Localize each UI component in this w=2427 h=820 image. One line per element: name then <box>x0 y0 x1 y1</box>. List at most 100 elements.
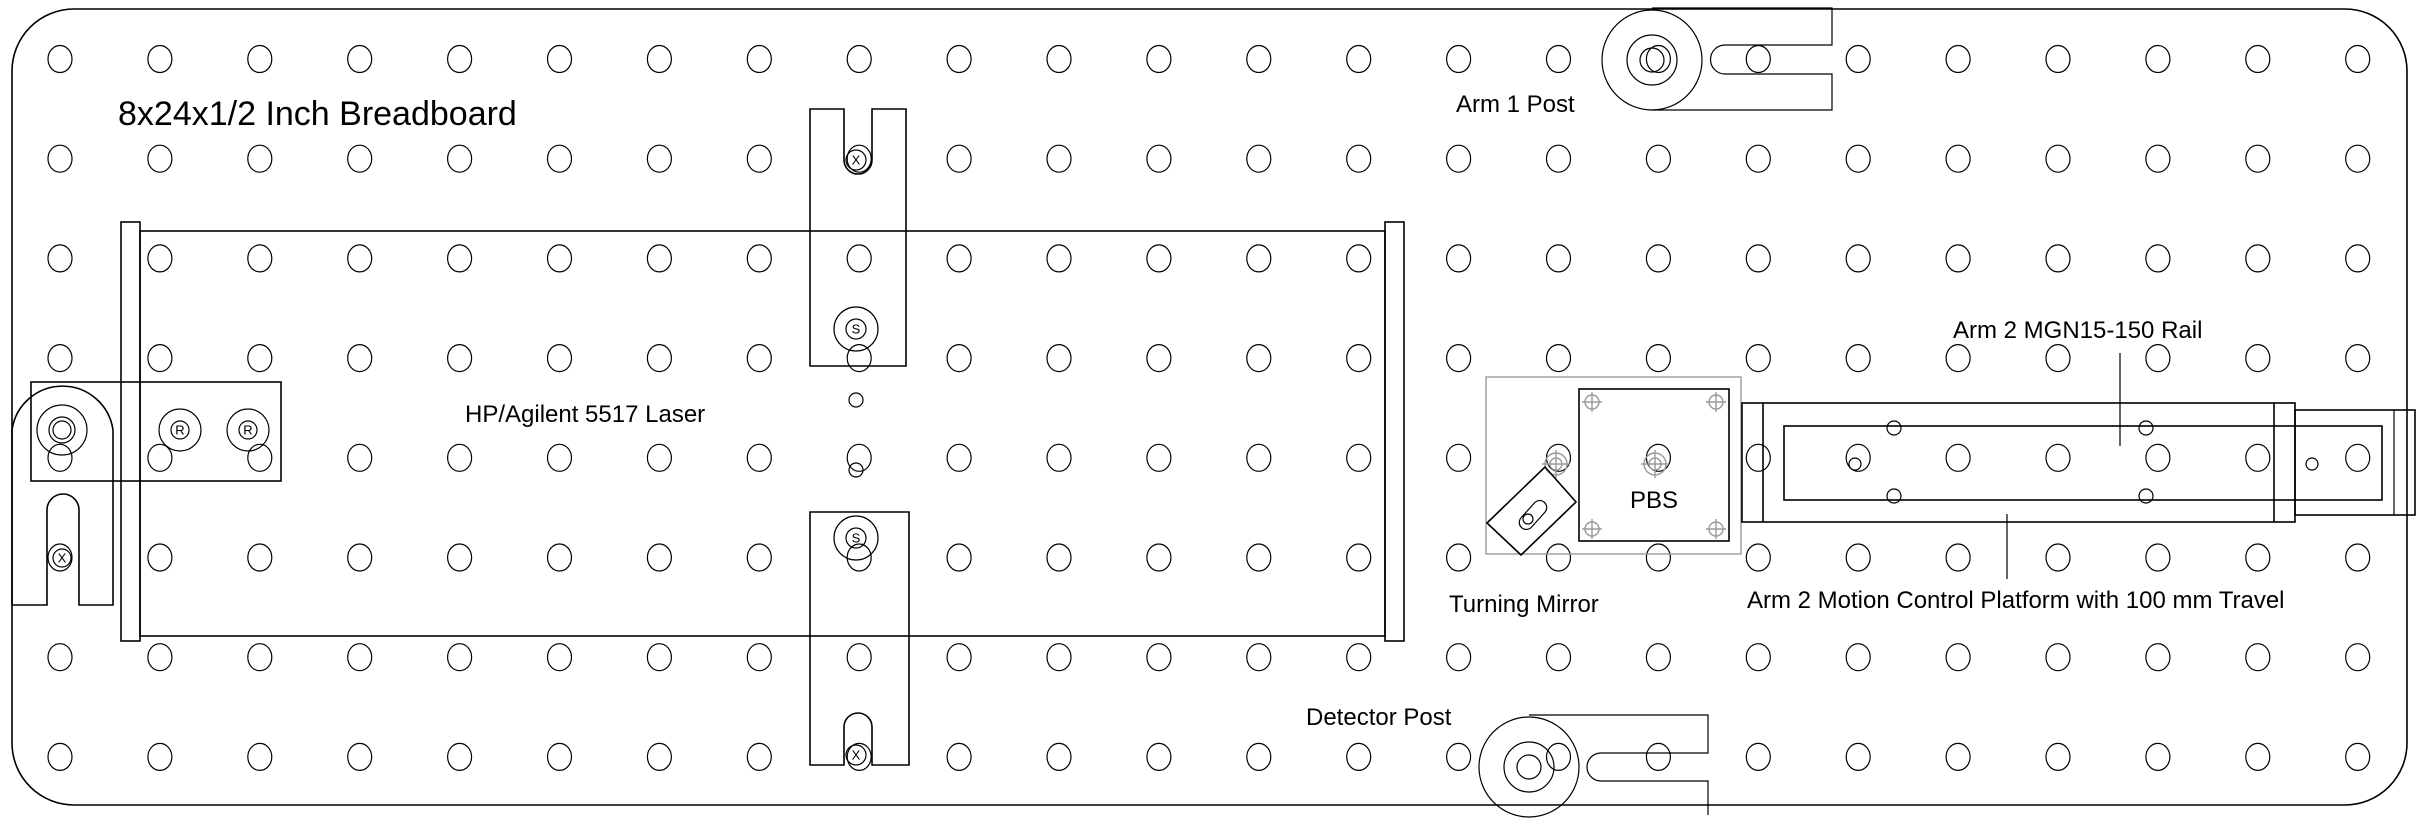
mgn15-rail <box>1783 420 2383 504</box>
rail-label: Arm 2 MGN15-150 Rail <box>1953 317 2202 344</box>
mounting-hole <box>2045 344 2071 373</box>
mounting-hole <box>1445 344 1472 373</box>
mounting-hole <box>1146 643 1172 672</box>
mounting-hole <box>347 643 373 672</box>
mounting-hole <box>546 742 573 772</box>
mounting-hole <box>1346 643 1372 672</box>
crosshair-screw-icon <box>1706 519 1726 539</box>
mounting-hole <box>546 443 573 472</box>
mounting-hole <box>447 443 473 472</box>
mounting-hole <box>2345 543 2371 572</box>
marker-r: R <box>243 423 252 438</box>
mounting-hole <box>1745 244 1771 273</box>
mounting-hole <box>247 543 273 572</box>
mounting-hole <box>746 742 772 772</box>
mounting-hole <box>47 144 73 173</box>
mounting-hole <box>646 244 673 273</box>
mounting-hole <box>1745 443 1771 472</box>
mounting-hole <box>2145 344 2171 373</box>
turning-mirror <box>1485 465 1578 557</box>
mounting-hole <box>1645 742 1672 772</box>
mounting-hole <box>247 44 273 74</box>
mounting-hole <box>1945 443 1971 472</box>
mounting-hole <box>2245 344 2271 373</box>
mounting-hole <box>2245 543 2271 572</box>
mounting-hole <box>746 543 772 572</box>
motion-platform <box>1741 402 2416 523</box>
mounting-hole <box>1945 244 1971 273</box>
mounting-hole <box>447 543 473 572</box>
mounting-hole <box>1346 144 1372 173</box>
mounting-hole <box>546 543 573 572</box>
mounting-hole <box>247 144 273 173</box>
mounting-hole <box>2045 543 2071 572</box>
mounting-hole <box>1545 44 1572 74</box>
mounting-hole <box>47 742 73 772</box>
mounting-hole <box>147 643 173 672</box>
mounting-hole <box>2345 443 2371 472</box>
detector-post <box>1478 714 1709 818</box>
laser-rear-mount: R R <box>30 381 282 482</box>
mounting-hole <box>347 443 373 472</box>
mounting-hole <box>646 443 673 472</box>
mounting-hole <box>1445 543 1472 572</box>
mounting-hole <box>1346 44 1372 74</box>
mounting-hole <box>447 144 473 173</box>
detector-post-label: Detector Post <box>1306 704 1452 731</box>
marker-x: X <box>852 748 861 763</box>
mounting-hole <box>2245 643 2271 672</box>
mounting-hole <box>646 44 673 74</box>
mounting-hole <box>1945 344 1971 373</box>
mounting-hole <box>147 344 173 373</box>
mounting-hole <box>2345 44 2371 74</box>
mounting-hole <box>1346 344 1372 373</box>
mounting-hole <box>247 643 273 672</box>
mounting-hole <box>1046 643 1072 672</box>
mounting-hole <box>1945 144 1971 173</box>
mounting-hole <box>1745 643 1771 672</box>
mounting-hole <box>2245 244 2271 273</box>
mounting-hole <box>646 742 673 772</box>
mounting-hole <box>2145 44 2171 74</box>
mounting-hole <box>147 543 173 572</box>
mounting-hole <box>2145 543 2171 572</box>
mounting-hole <box>846 344 872 373</box>
mounting-hole <box>2345 344 2371 373</box>
mounting-hole <box>1645 543 1672 572</box>
mounting-hole <box>1545 742 1572 772</box>
mounting-hole <box>2045 643 2071 672</box>
mounting-hole <box>1146 244 1172 273</box>
mounting-hole <box>746 44 772 74</box>
mounting-hole <box>1445 144 1472 173</box>
marker-x: X <box>58 551 67 566</box>
mounting-hole <box>2145 244 2171 273</box>
mounting-hole <box>1445 443 1472 472</box>
laser-label: HP/Agilent 5517 Laser <box>465 401 705 428</box>
mounting-hole <box>47 543 73 572</box>
pbs-label: PBS <box>1630 487 1678 514</box>
mounting-hole <box>646 144 673 173</box>
mounting-hole <box>1845 44 1871 74</box>
mounting-hole <box>946 144 972 173</box>
mounting-hole <box>1246 543 1272 572</box>
mounting-hole <box>2045 144 2071 173</box>
mounting-hole <box>2245 443 2271 472</box>
mounting-hole <box>347 344 373 373</box>
mounting-hole <box>1246 643 1272 672</box>
mounting-hole <box>1246 44 1272 74</box>
mounting-hole <box>1845 344 1871 373</box>
mounting-hole <box>1445 244 1472 273</box>
mounting-hole <box>247 742 273 772</box>
mounting-hole <box>1046 443 1072 472</box>
arm1-post-label: Arm 1 Post <box>1456 91 1575 118</box>
mounting-hole <box>1945 44 1971 74</box>
laser-body <box>120 221 1405 642</box>
mounting-hole <box>646 344 673 373</box>
mounting-hole <box>1545 643 1572 672</box>
mounting-hole <box>1845 742 1871 772</box>
mounting-hole <box>1745 742 1771 772</box>
mounting-hole <box>946 543 972 572</box>
mounting-hole <box>546 344 573 373</box>
mounting-hole <box>746 244 772 273</box>
mounting-hole <box>1146 443 1172 472</box>
